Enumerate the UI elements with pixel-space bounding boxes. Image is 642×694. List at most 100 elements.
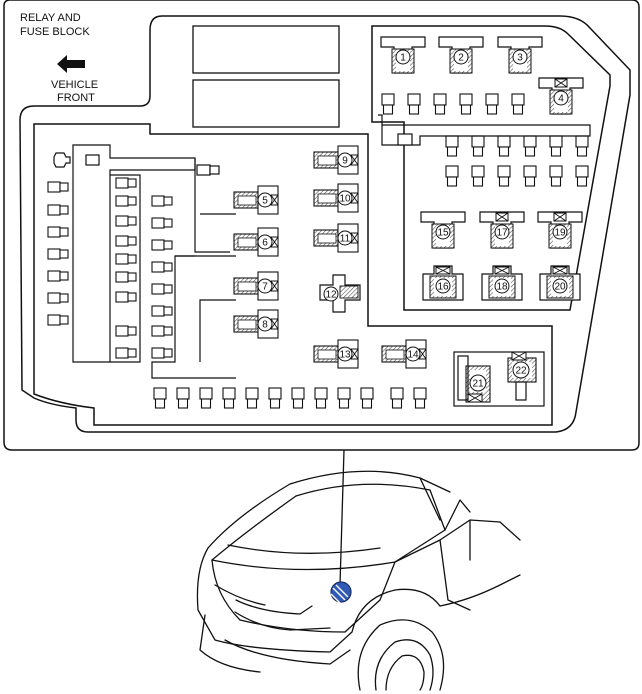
title-line-2: FUSE BLOCK xyxy=(20,26,90,38)
relay-18: 18 xyxy=(481,265,523,301)
fuse-left-b-6 xyxy=(115,291,137,303)
fuse-right-top-3 xyxy=(459,93,473,115)
fuse-right-top-1 xyxy=(407,93,421,115)
callout-15: 15 xyxy=(435,224,451,240)
fuse-bottom-5 xyxy=(268,387,282,409)
fuse-left-a-2 xyxy=(47,226,69,238)
relay-12: 12 xyxy=(319,274,361,313)
callout-label: 2 xyxy=(458,53,464,64)
vehicle-illustration xyxy=(196,470,521,691)
bottom-fuse-row xyxy=(153,387,427,409)
callout-21: 21 xyxy=(469,374,487,392)
fuse-block-housing xyxy=(19,15,631,433)
callout-4: 4 xyxy=(553,90,569,106)
relay-14: 14 xyxy=(381,339,427,369)
callout-label: 6 xyxy=(262,238,268,249)
outer-frame xyxy=(3,0,640,451)
callout-17: 17 xyxy=(494,224,510,240)
callout-label: 14 xyxy=(407,350,419,361)
callout-label: 15 xyxy=(437,228,449,239)
fuse-right-top-0 xyxy=(381,93,395,115)
fuse-right-mid-2 xyxy=(497,135,511,157)
callout-label: 1 xyxy=(400,53,406,64)
fuse-left-b-5 xyxy=(115,271,137,283)
fuse-right-mid-5 xyxy=(575,135,589,157)
relay-bus-bar xyxy=(378,114,591,146)
callout-label: 19 xyxy=(554,228,566,239)
fuse-bottom-8 xyxy=(337,387,351,409)
fuse-left-b-0 xyxy=(115,177,137,189)
relay-11: 11 xyxy=(313,223,359,253)
relay-13: 13 xyxy=(313,339,359,369)
front-label-line-1: VEHICLE xyxy=(51,79,98,91)
callout-label: 12 xyxy=(325,290,337,301)
callout-label: 7 xyxy=(262,282,268,293)
fuse-left-d-6 xyxy=(151,325,173,337)
callout-label: 18 xyxy=(496,282,508,293)
fuse-left-d-0 xyxy=(151,195,173,207)
fuse-left-a-5 xyxy=(47,292,69,304)
relay-10: 10 xyxy=(313,183,359,213)
fuse-bottom-6 xyxy=(291,387,305,409)
callout-22: 22 xyxy=(512,361,530,379)
callout-13: 13 xyxy=(337,346,353,362)
fuse-bottom-4 xyxy=(245,387,259,409)
callout-3: 3 xyxy=(512,49,528,65)
relay-22: 22 xyxy=(507,351,537,383)
fuse-right-top-2 xyxy=(433,93,447,115)
fuse-left-b-1 xyxy=(115,195,137,207)
callout-20: 20 xyxy=(552,278,568,294)
callout-7: 7 xyxy=(257,278,273,294)
fuse-right-mid-0 xyxy=(445,135,459,157)
callout-label: 21 xyxy=(472,379,484,390)
relay-21-22-assembly xyxy=(453,351,545,407)
relay-7: 7 xyxy=(233,271,279,301)
fuse-right-low-1 xyxy=(471,165,485,187)
relay-16: 16 xyxy=(422,265,464,301)
fuse-right-low-0 xyxy=(445,165,459,187)
fuse-right-top-5 xyxy=(511,93,525,115)
location-marker-icon xyxy=(330,581,352,604)
callout-18: 18 xyxy=(494,278,510,294)
fuse-left-a-4 xyxy=(47,270,69,282)
callout-10: 10 xyxy=(337,190,353,206)
relay-3: 3 xyxy=(497,36,543,74)
fuse-bottom-10 xyxy=(390,387,404,409)
callout-label: 17 xyxy=(496,228,508,239)
fuse-right-top-4 xyxy=(485,93,499,115)
fuse-left-d-1 xyxy=(151,217,173,229)
callout-11: 11 xyxy=(337,230,353,246)
relay-panel xyxy=(371,25,611,311)
vehicle-front-arrow-icon xyxy=(57,55,85,73)
fuse-bottom-1 xyxy=(176,387,190,409)
fuse-left-d-5 xyxy=(151,305,173,317)
front-label-line-2: FRONT xyxy=(57,92,95,104)
callout-1: 1 xyxy=(395,49,411,65)
fuse-bottom-3 xyxy=(222,387,236,409)
fuse-right-mid-3 xyxy=(523,135,537,157)
callout-label: 9 xyxy=(342,156,348,167)
fuse-left-a-6 xyxy=(47,314,69,326)
callout-label: 3 xyxy=(517,53,523,64)
callout-5: 5 xyxy=(257,192,273,208)
fuse-left-a-3 xyxy=(47,248,69,260)
title-line-1: RELAY AND xyxy=(20,12,81,24)
fuse-left-d-2 xyxy=(151,239,173,251)
fuse-left-b-3 xyxy=(115,235,137,247)
relay-19: 19 xyxy=(537,211,583,249)
top-fuse-panel-1 xyxy=(192,25,340,74)
main-panel xyxy=(33,123,553,426)
fuse-left-c-0 xyxy=(115,325,137,337)
top-fuse-panel-2 xyxy=(192,79,340,128)
relay-1: 1 xyxy=(380,36,426,74)
callout-label: 22 xyxy=(515,366,527,377)
relay-9: 9 xyxy=(313,145,359,175)
callout-label: 5 xyxy=(262,196,268,207)
relay-8: 8 xyxy=(233,309,279,339)
fuse-right-mid-4 xyxy=(549,135,563,157)
relay-17: 17 xyxy=(479,211,525,249)
fuse-left-b-4 xyxy=(115,253,137,265)
fuse-left-c-1 xyxy=(115,347,137,359)
